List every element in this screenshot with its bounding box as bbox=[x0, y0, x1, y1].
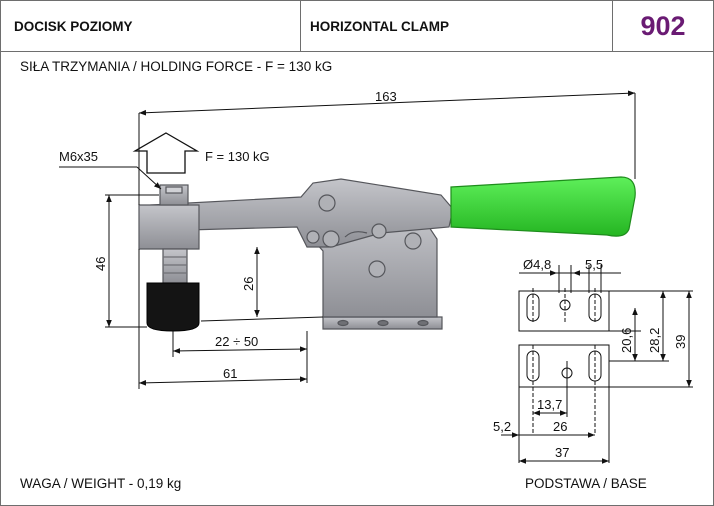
dim-37: 37 bbox=[555, 445, 569, 460]
holding-force-label: SIŁA TRZYMANIA / HOLDING FORCE - F = 130… bbox=[20, 59, 333, 74]
title-block: DOCISK POZIOMY HORIZONTAL CLAMP 902 bbox=[1, 1, 713, 52]
spindle-bolt bbox=[159, 184, 189, 284]
title-polish: DOCISK POZIOMY bbox=[1, 1, 301, 51]
clamp-body bbox=[138, 178, 454, 330]
dim-range: 22 ÷ 50 bbox=[215, 334, 258, 349]
model-number: 902 bbox=[640, 10, 686, 41]
dim-reach: 61 bbox=[223, 366, 237, 381]
dim-5-2: 5,2 bbox=[493, 419, 511, 434]
dim-overall-length: 163 bbox=[375, 89, 397, 104]
dim-hole-diameter: Ø4,8 bbox=[523, 257, 551, 272]
dim-height: 46 bbox=[93, 257, 108, 271]
dim-28-2: 28,2 bbox=[647, 328, 662, 353]
thread-label: M6x35 bbox=[59, 149, 98, 164]
dim-20-6: 20,6 bbox=[619, 328, 634, 353]
force-arrow bbox=[132, 132, 200, 174]
dim-13-7: 13,7 bbox=[537, 397, 562, 412]
rubber-tip bbox=[146, 282, 200, 332]
base-label: PODSTAWA / BASE bbox=[525, 476, 647, 491]
force-label: F = 130 kG bbox=[205, 149, 270, 164]
dim-39: 39 bbox=[673, 335, 688, 349]
dim-26: 26 bbox=[553, 419, 567, 434]
dim-slot-width: 5,5 bbox=[585, 257, 603, 272]
title-english: HORIZONTAL CLAMP bbox=[301, 1, 613, 51]
base-drawing bbox=[501, 265, 693, 464]
clamp-dimensions bbox=[59, 90, 636, 389]
dim-spindle-height: 26 bbox=[241, 277, 256, 291]
green-handle bbox=[450, 176, 636, 237]
weight-label: WAGA / WEIGHT - 0,19 kg bbox=[20, 476, 182, 491]
